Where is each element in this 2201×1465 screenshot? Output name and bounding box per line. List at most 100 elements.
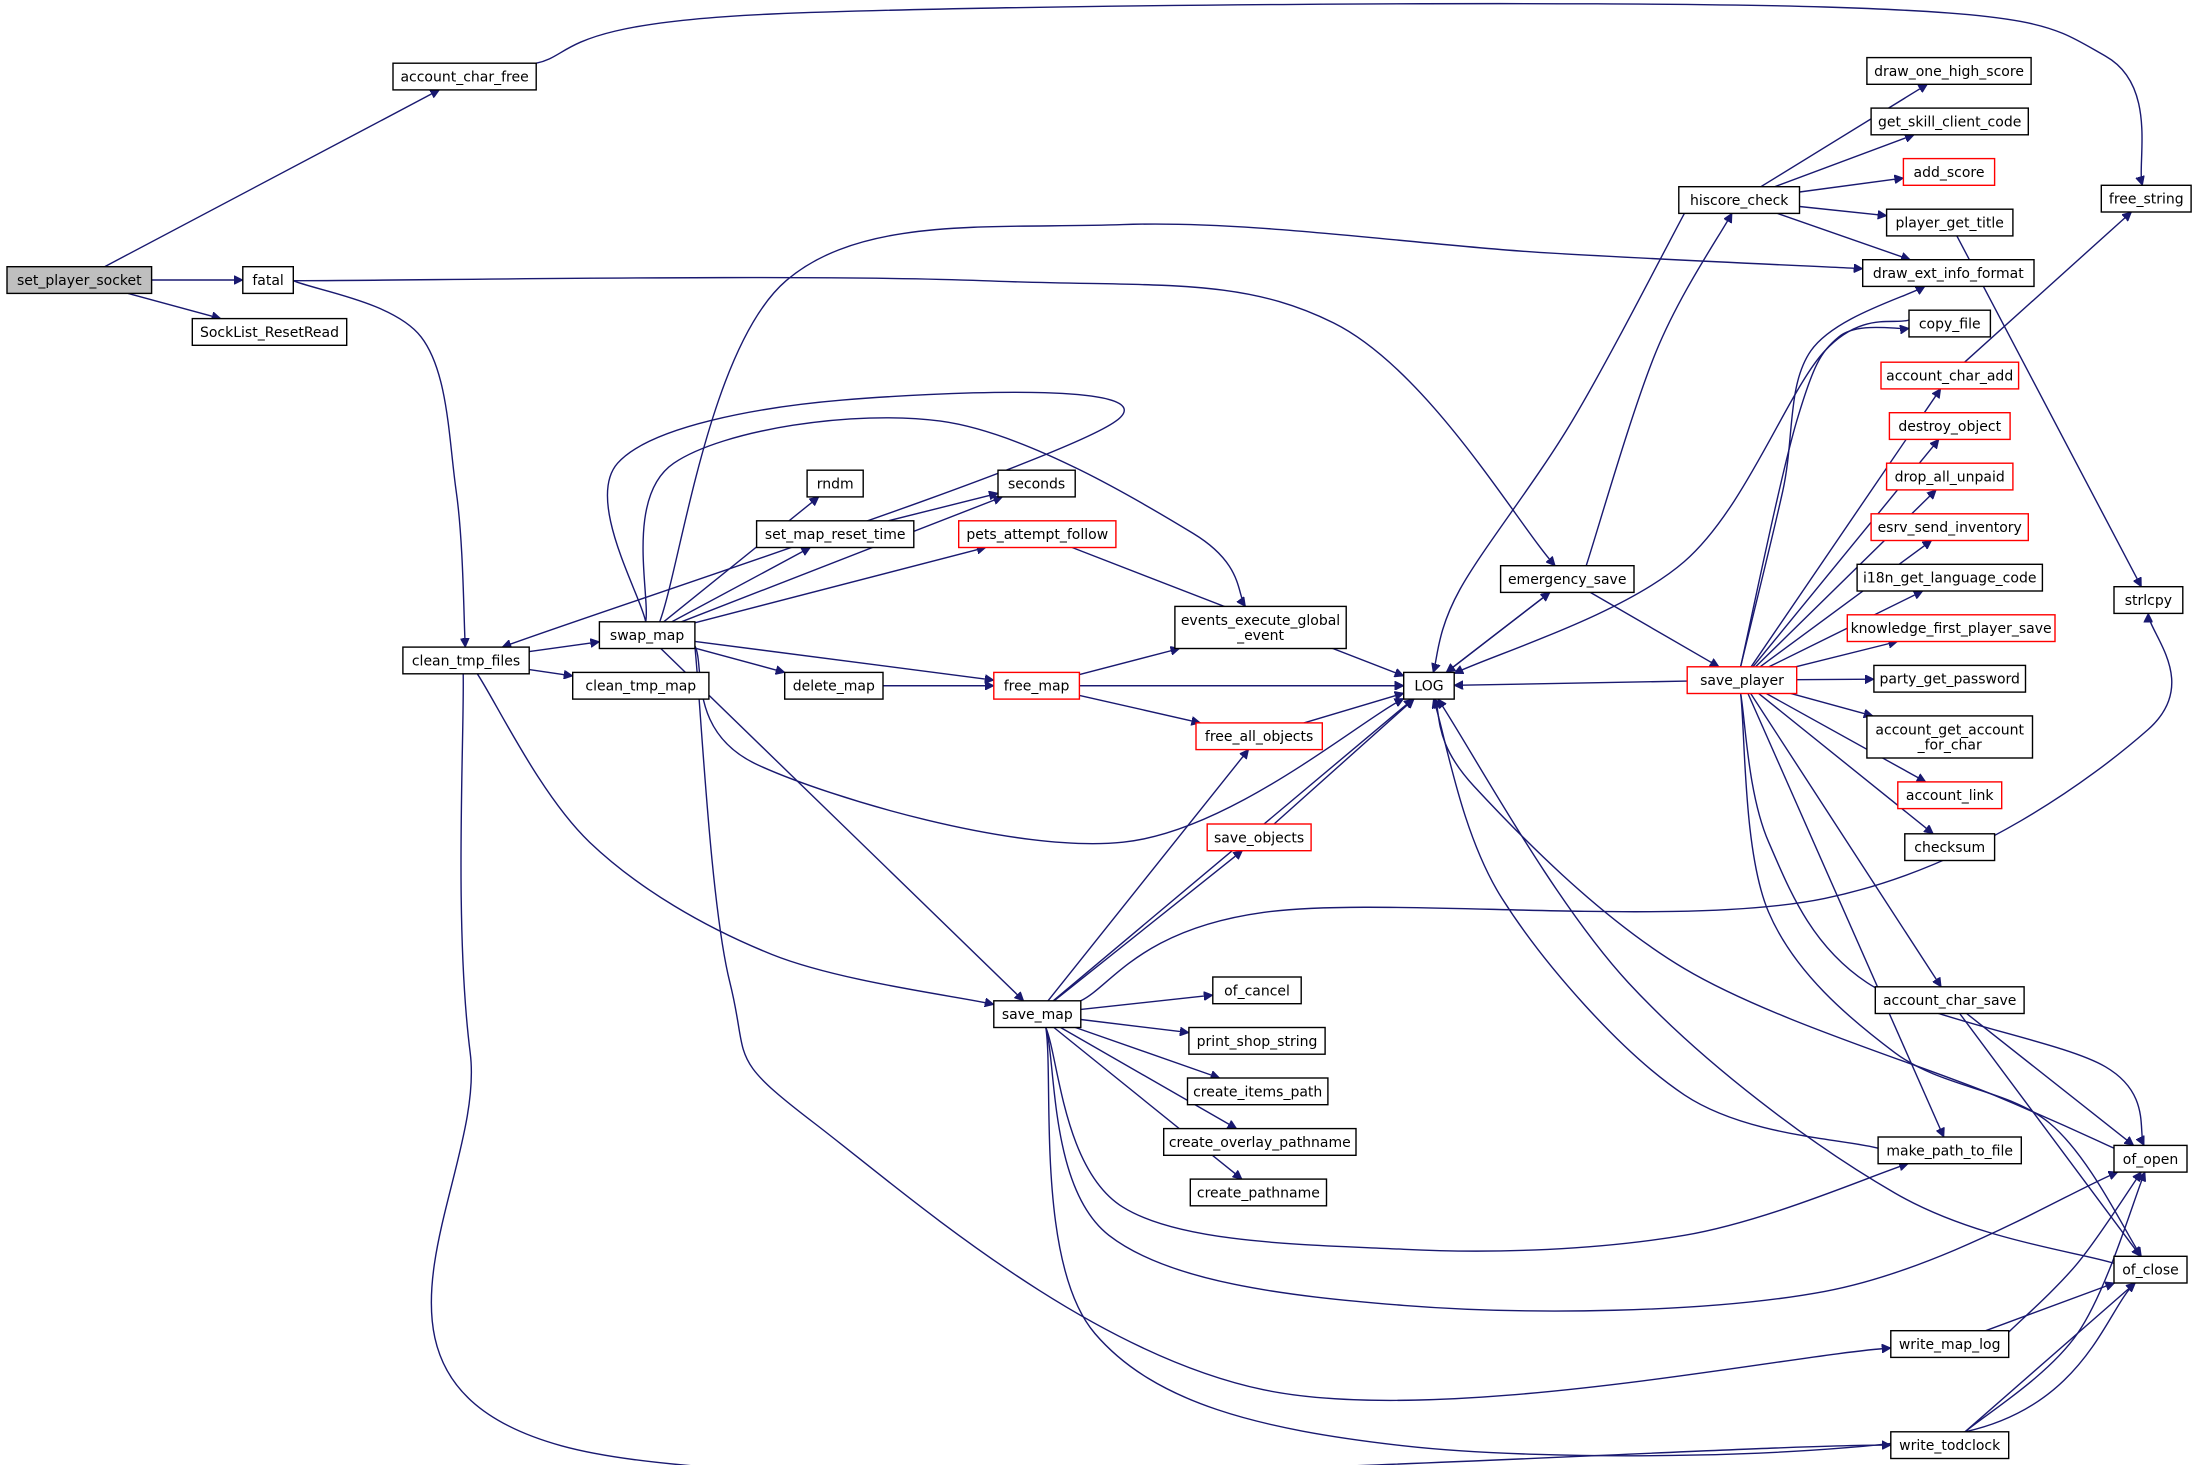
node-print_shop_string[interactable]: print_shop_string — [1188, 1026, 1326, 1055]
node-write_map_log[interactable]: write_map_log — [1890, 1329, 2010, 1359]
node-label: set_player_socket — [17, 273, 142, 289]
edge-clean_tmp_files-to-swap_map — [529, 642, 599, 653]
edge-write_map_log-to-of_close — [1985, 1283, 2115, 1332]
node-swap_map[interactable]: swap_map — [598, 621, 696, 650]
node-label: free_map — [1004, 679, 1070, 695]
node-label: events_execute_global — [1181, 613, 1340, 629]
node-box — [1897, 781, 2003, 810]
node-strlcpy[interactable]: strlcpy — [2113, 586, 2184, 615]
node-label: draw_one_high_score — [1874, 64, 2024, 80]
node-SockList_ResetRead[interactable]: SockList_ResetRead — [191, 317, 348, 347]
edge-free_map-to-free_all_objects — [1079, 694, 1200, 723]
node-box — [1870, 107, 2029, 136]
node-save_player[interactable]: save_player — [1686, 666, 1798, 695]
node-make_path_to_file[interactable]: make_path_to_file — [1877, 1136, 2022, 1165]
edge-account_char_save-to-of_open — [1966, 1012, 2134, 1146]
edge-clean_tmp_files-to-write_todclock — [430, 673, 1890, 1465]
node-seconds[interactable]: seconds — [997, 469, 1076, 498]
edge-swap_map-to-pets_attempt_follow — [694, 547, 986, 624]
node-box — [1902, 157, 1996, 187]
node-label: save_map — [1002, 1007, 1073, 1023]
node-account_char_save[interactable]: account_char_save — [1874, 986, 2025, 1015]
edge-of_open-to-LOG — [1435, 699, 2115, 1149]
node-rndm[interactable]: rndm — [806, 469, 864, 498]
node-save_objects[interactable]: save_objects — [1206, 823, 1312, 852]
node-box — [1880, 361, 2020, 390]
edge-set_player_socket-to-account_char_free — [104, 89, 440, 268]
edge-swap_map-to-seconds — [681, 497, 1002, 623]
node-free_string[interactable]: free_string — [2100, 184, 2192, 213]
node-of_open[interactable]: of_open — [2113, 1144, 2188, 1173]
node-esrv_send_inventory[interactable]: esrv_send_inventory — [1870, 513, 2029, 542]
node-clean_tmp_files[interactable]: clean_tmp_files — [402, 646, 530, 675]
node-label: get_skill_client_code — [1878, 114, 2021, 130]
node-of_close[interactable]: of_close — [2113, 1255, 2188, 1284]
node-label: copy_file — [1919, 317, 1981, 333]
edge-save_player-to-copy_file — [1739, 327, 1909, 667]
node-copy_file[interactable]: copy_file — [1908, 309, 1992, 338]
node-box — [242, 266, 295, 295]
node-of_cancel[interactable]: of_cancel — [1212, 976, 1302, 1005]
node-box — [1846, 614, 2056, 643]
node-account_char_add[interactable]: account_char_add — [1880, 361, 2020, 390]
node-clean_tmp_map[interactable]: clean_tmp_map — [572, 671, 710, 700]
edge-save_player-to-draw_ext_info_format — [1739, 285, 1925, 667]
node-i18n_get_language_code[interactable]: i18n_get_language_code — [1856, 563, 2044, 592]
node-save_map[interactable]: save_map — [993, 1000, 1082, 1029]
node-box — [997, 469, 1076, 498]
edge-fatal-to-clean_tmp_files — [293, 280, 465, 647]
node-set_map_reset_time[interactable]: set_map_reset_time — [755, 520, 915, 549]
node-get_skill_client_code[interactable]: get_skill_client_code — [1870, 107, 2029, 136]
node-drop_all_unpaid[interactable]: drop_all_unpaid — [1885, 462, 2014, 491]
node-write_todclock[interactable]: write_todclock — [1890, 1431, 2010, 1460]
node-free_map[interactable]: free_map — [993, 671, 1081, 700]
node-knowledge_first_player_save[interactable]: knowledge_first_player_save — [1846, 614, 2056, 643]
node-box — [993, 1000, 1082, 1029]
node-label: clean_tmp_files — [412, 653, 520, 669]
node-box — [1873, 664, 2027, 693]
node-box — [1885, 208, 2014, 237]
edge-swap_map-to-delete_map — [694, 647, 785, 672]
node-destroy_object[interactable]: destroy_object — [1888, 412, 2011, 441]
node-player_get_title[interactable]: player_get_title — [1885, 208, 2014, 237]
node-create_overlay_pathname[interactable]: create_overlay_pathname — [1162, 1127, 1357, 1156]
node-label: swap_map — [610, 628, 684, 644]
edge-swap_map-to-write_map_log — [694, 645, 1891, 1402]
node-account_get_account_for_char[interactable]: account_get_account_for_char — [1866, 715, 2034, 759]
node-account_link[interactable]: account_link — [1897, 781, 2003, 810]
edge-swap_map-to-save_map — [660, 647, 1024, 1001]
node-label: create_pathname — [1197, 1185, 1320, 1201]
edge-save_player-to-knowledge_first_player_save — [1795, 642, 1898, 668]
node-fatal[interactable]: fatal — [242, 266, 295, 295]
edge-save_map-to-save_objects — [1053, 851, 1242, 1002]
node-checksum[interactable]: checksum — [1904, 833, 1996, 862]
node-create_pathname[interactable]: create_pathname — [1189, 1178, 1328, 1207]
node-label: account_char_add — [1886, 369, 2013, 385]
node-pets_attempt_follow[interactable]: pets_attempt_follow — [958, 520, 1117, 549]
node-delete_map[interactable]: delete_map — [784, 671, 884, 700]
node-box — [1890, 1431, 2010, 1460]
edge-make_path_to_file-to-LOG — [1434, 699, 1879, 1149]
node-events_execute_global_event[interactable]: events_execute_global_event — [1174, 605, 1347, 650]
edge-clean_tmp_files-to-save_map — [476, 673, 994, 1005]
node-add_score[interactable]: add_score — [1902, 157, 1996, 187]
node-box — [784, 671, 884, 700]
node-hiscore_check[interactable]: hiscore_check — [1678, 185, 1801, 215]
node-free_all_objects[interactable]: free_all_objects — [1195, 722, 1324, 751]
node-account_char_free[interactable]: account_char_free — [392, 62, 537, 91]
node-create_items_path[interactable]: create_items_path — [1186, 1077, 1329, 1106]
node-box — [1866, 715, 2034, 759]
node-party_get_password[interactable]: party_get_password — [1873, 664, 2027, 693]
node-box — [1874, 986, 2025, 1015]
node-label: account_link — [1906, 788, 1994, 804]
edge-swap_map-to-draw_ext_info_format — [659, 223, 1863, 623]
node-LOG[interactable]: LOG — [1402, 671, 1455, 700]
node-draw_ext_info_format[interactable]: draw_ext_info_format — [1861, 259, 2035, 288]
node-draw_one_high_score[interactable]: draw_one_high_score — [1866, 56, 2032, 85]
node-set_player_socket[interactable]: set_player_socket — [6, 266, 153, 295]
node-label: create_items_path — [1193, 1084, 1322, 1100]
edge-set_map_reset_time-to-seconds — [888, 493, 998, 522]
node-label: hiscore_check — [1690, 193, 1789, 209]
node-emergency_save[interactable]: emergency_save — [1499, 565, 1635, 594]
node-box — [2113, 1144, 2188, 1173]
